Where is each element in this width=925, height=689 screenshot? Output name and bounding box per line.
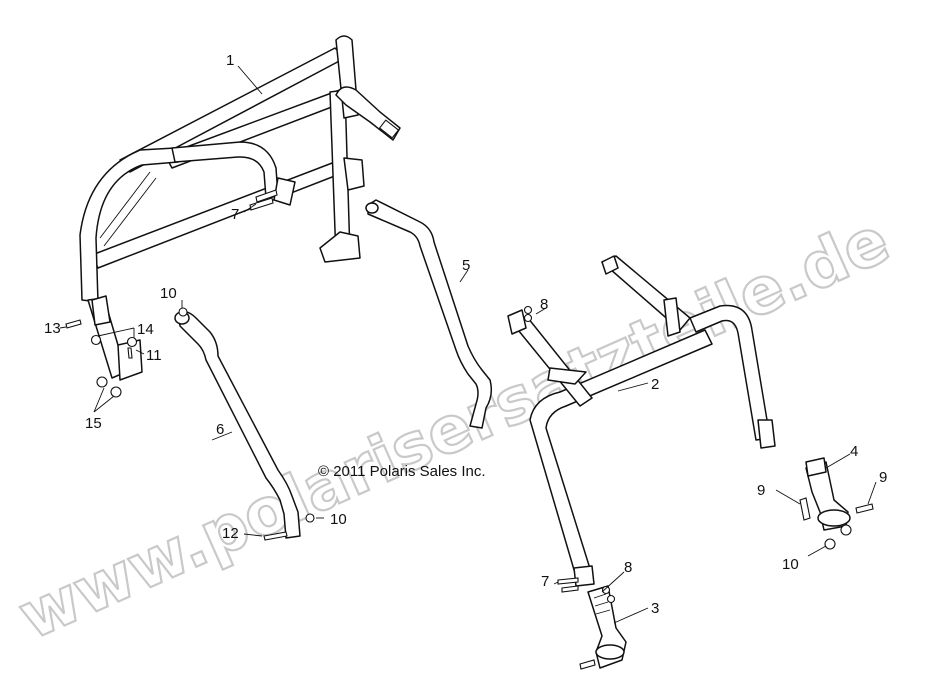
callout-7b: 7 xyxy=(541,573,549,590)
callout-labels: 1 2 3 4 5 6 7 7 8 8 9 9 10 10 10 11 12 1… xyxy=(44,52,887,617)
part-1-rear-frame xyxy=(79,35,401,381)
callout-13: 13 xyxy=(44,320,61,337)
callout-10a: 10 xyxy=(160,285,177,302)
callout-10b: 10 xyxy=(330,511,347,528)
callout-9a: 9 xyxy=(757,482,765,499)
part-3-foot-bracket xyxy=(587,585,627,669)
callout-8b: 8 xyxy=(624,559,632,576)
callout-5: 5 xyxy=(462,257,470,274)
callout-10c: 10 xyxy=(782,556,799,573)
leader-lines xyxy=(59,65,877,624)
callout-8a: 8 xyxy=(540,296,548,313)
copyright-text: © 2011 Polaris Sales Inc. xyxy=(318,463,486,480)
callout-1: 1 xyxy=(226,52,234,69)
part-5-brace xyxy=(365,199,493,429)
callout-12: 12 xyxy=(222,525,239,542)
callout-2: 2 xyxy=(651,376,659,393)
callout-3: 3 xyxy=(651,600,659,617)
callout-6: 6 xyxy=(216,421,224,438)
part-6-brace xyxy=(174,311,301,539)
callout-15: 15 xyxy=(85,415,102,432)
callout-7a: 7 xyxy=(231,206,239,223)
callout-11: 11 xyxy=(146,347,162,364)
callout-4: 4 xyxy=(850,443,858,460)
part-2-front-frame xyxy=(507,255,776,587)
part-4-foot-bracket xyxy=(805,457,851,531)
callout-9b: 9 xyxy=(879,469,887,486)
hardware xyxy=(65,189,874,670)
callout-14: 14 xyxy=(137,321,154,338)
